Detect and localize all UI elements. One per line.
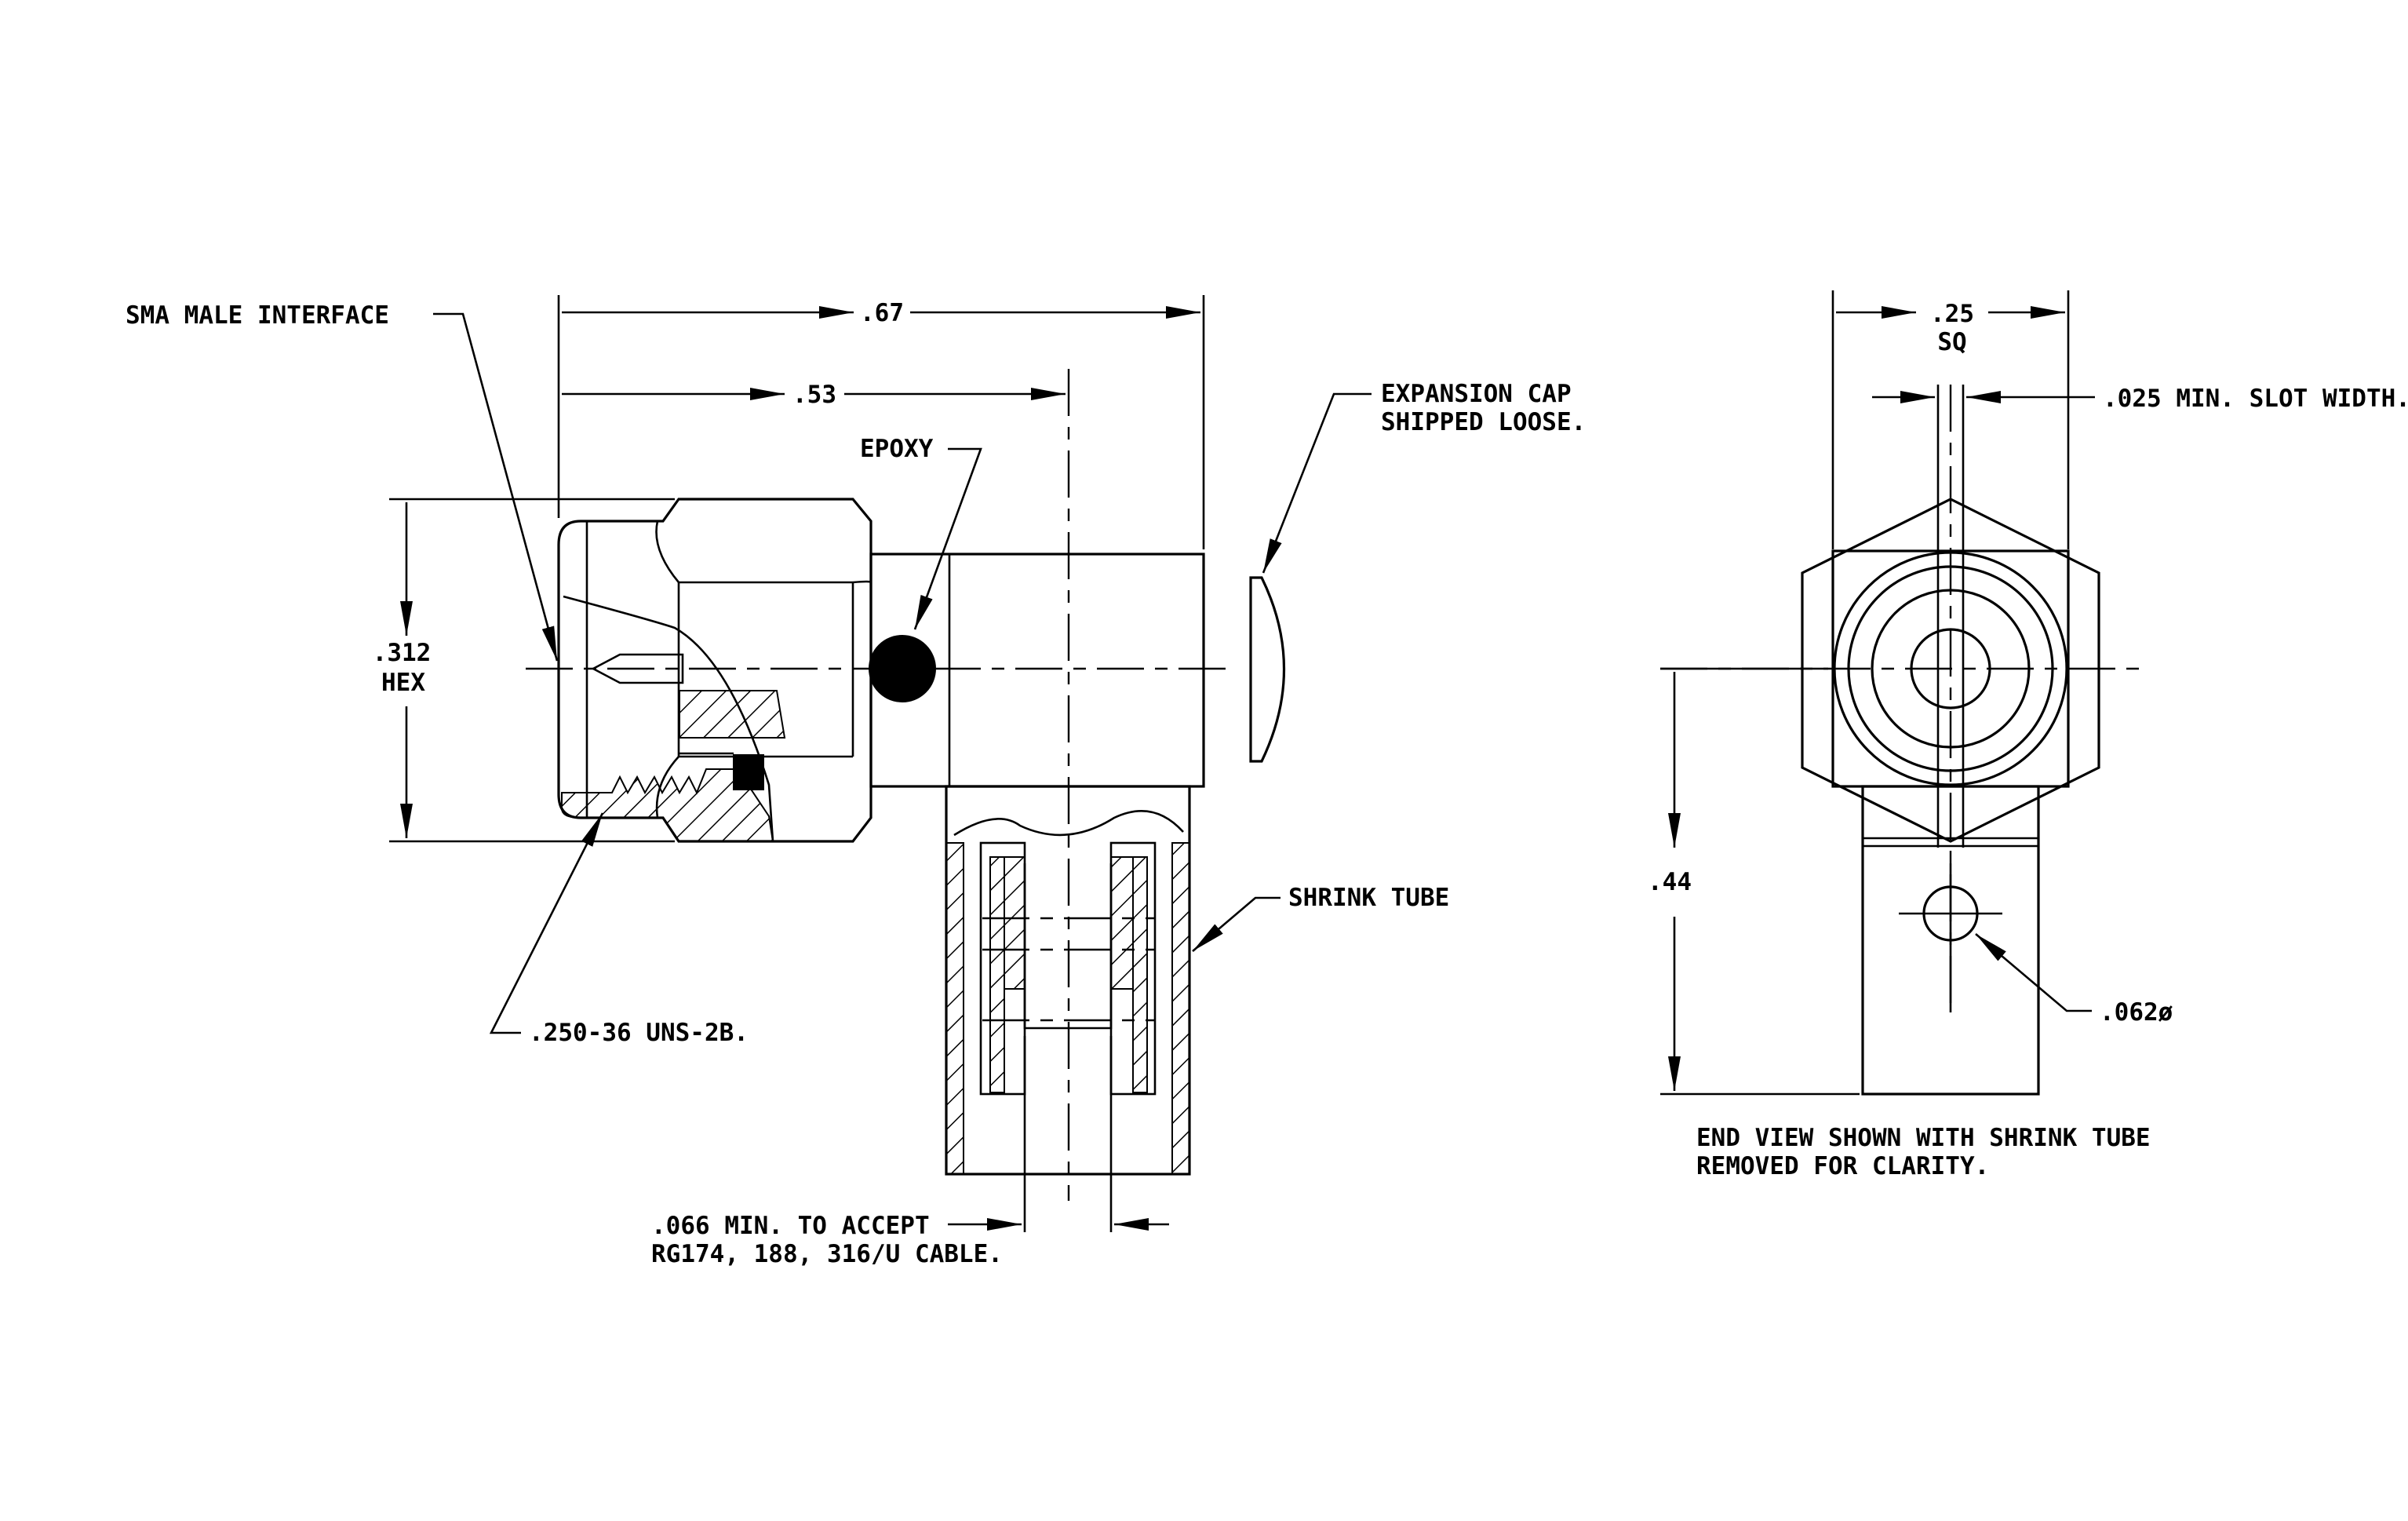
- dim-center-label: .53: [792, 381, 836, 409]
- expansion-cap-label-2: SHIPPED LOOSE.: [1381, 408, 1586, 436]
- sma-interface-label: SMA MALE INTERFACE: [126, 301, 389, 330]
- end-view: .25 SQ .025 MIN. SLOT WIDTH. .44 .062ø E…: [1648, 290, 2408, 1180]
- section-hatch-upper: [679, 690, 786, 739]
- dim-square-unit: SQ: [1937, 328, 1966, 356]
- cable-accept-label-1: .066 MIN. TO ACCEPT: [651, 1212, 930, 1240]
- side-view: .67 .53 .312 HEX SMA MALE INTERFACE EPOX…: [126, 295, 1586, 1268]
- dim-square-value: .25: [1930, 300, 1974, 328]
- shrink-tube-label: SHRINK TUBE: [1288, 884, 1449, 912]
- shrink-tube-hatch-right: [1171, 842, 1190, 1175]
- cable-accept-label-2: RG174, 188, 316/U CABLE.: [651, 1240, 1003, 1268]
- cable-bore: [1023, 863, 1113, 1030]
- dim-overall-label: .67: [860, 299, 904, 327]
- expansion-cap-label-1: EXPANSION CAP: [1381, 380, 1572, 408]
- hex-value-label: .312: [373, 639, 432, 667]
- end-stem: [1861, 785, 2040, 1096]
- gasket-block: [733, 754, 764, 790]
- ferrule-hatch-right: [1110, 856, 1134, 990]
- shrink-tube-hatch-left: [945, 842, 964, 1175]
- end-ring-outer: [1833, 551, 2068, 786]
- ferrule-hatch-left: [1004, 856, 1025, 990]
- thread-label: .250-36 UNS-2B.: [529, 1019, 749, 1047]
- hole-dia-label: .062ø: [2100, 998, 2173, 1027]
- end-hex: [1801, 498, 2100, 843]
- expansion-cap: [1249, 576, 1286, 763]
- epoxy-label: EPOXY: [860, 435, 934, 463]
- crimp-wave: [953, 809, 1184, 837]
- end-view-note-1: END VIEW SHOWN WITH SHRINK TUBE: [1696, 1124, 2151, 1152]
- end-view-note-2: REMOVED FOR CLARITY.: [1696, 1152, 1989, 1180]
- end-ring-inner: [1910, 628, 1991, 709]
- center-pin: [591, 653, 684, 684]
- section-hatch-thread: [561, 768, 774, 842]
- slot-width-label: .025 MIN. SLOT WIDTH.: [2103, 385, 2408, 413]
- epoxy-blob: [869, 635, 936, 702]
- dim-height-label: .44: [1648, 868, 1692, 896]
- hex-unit-label: HEX: [381, 669, 425, 697]
